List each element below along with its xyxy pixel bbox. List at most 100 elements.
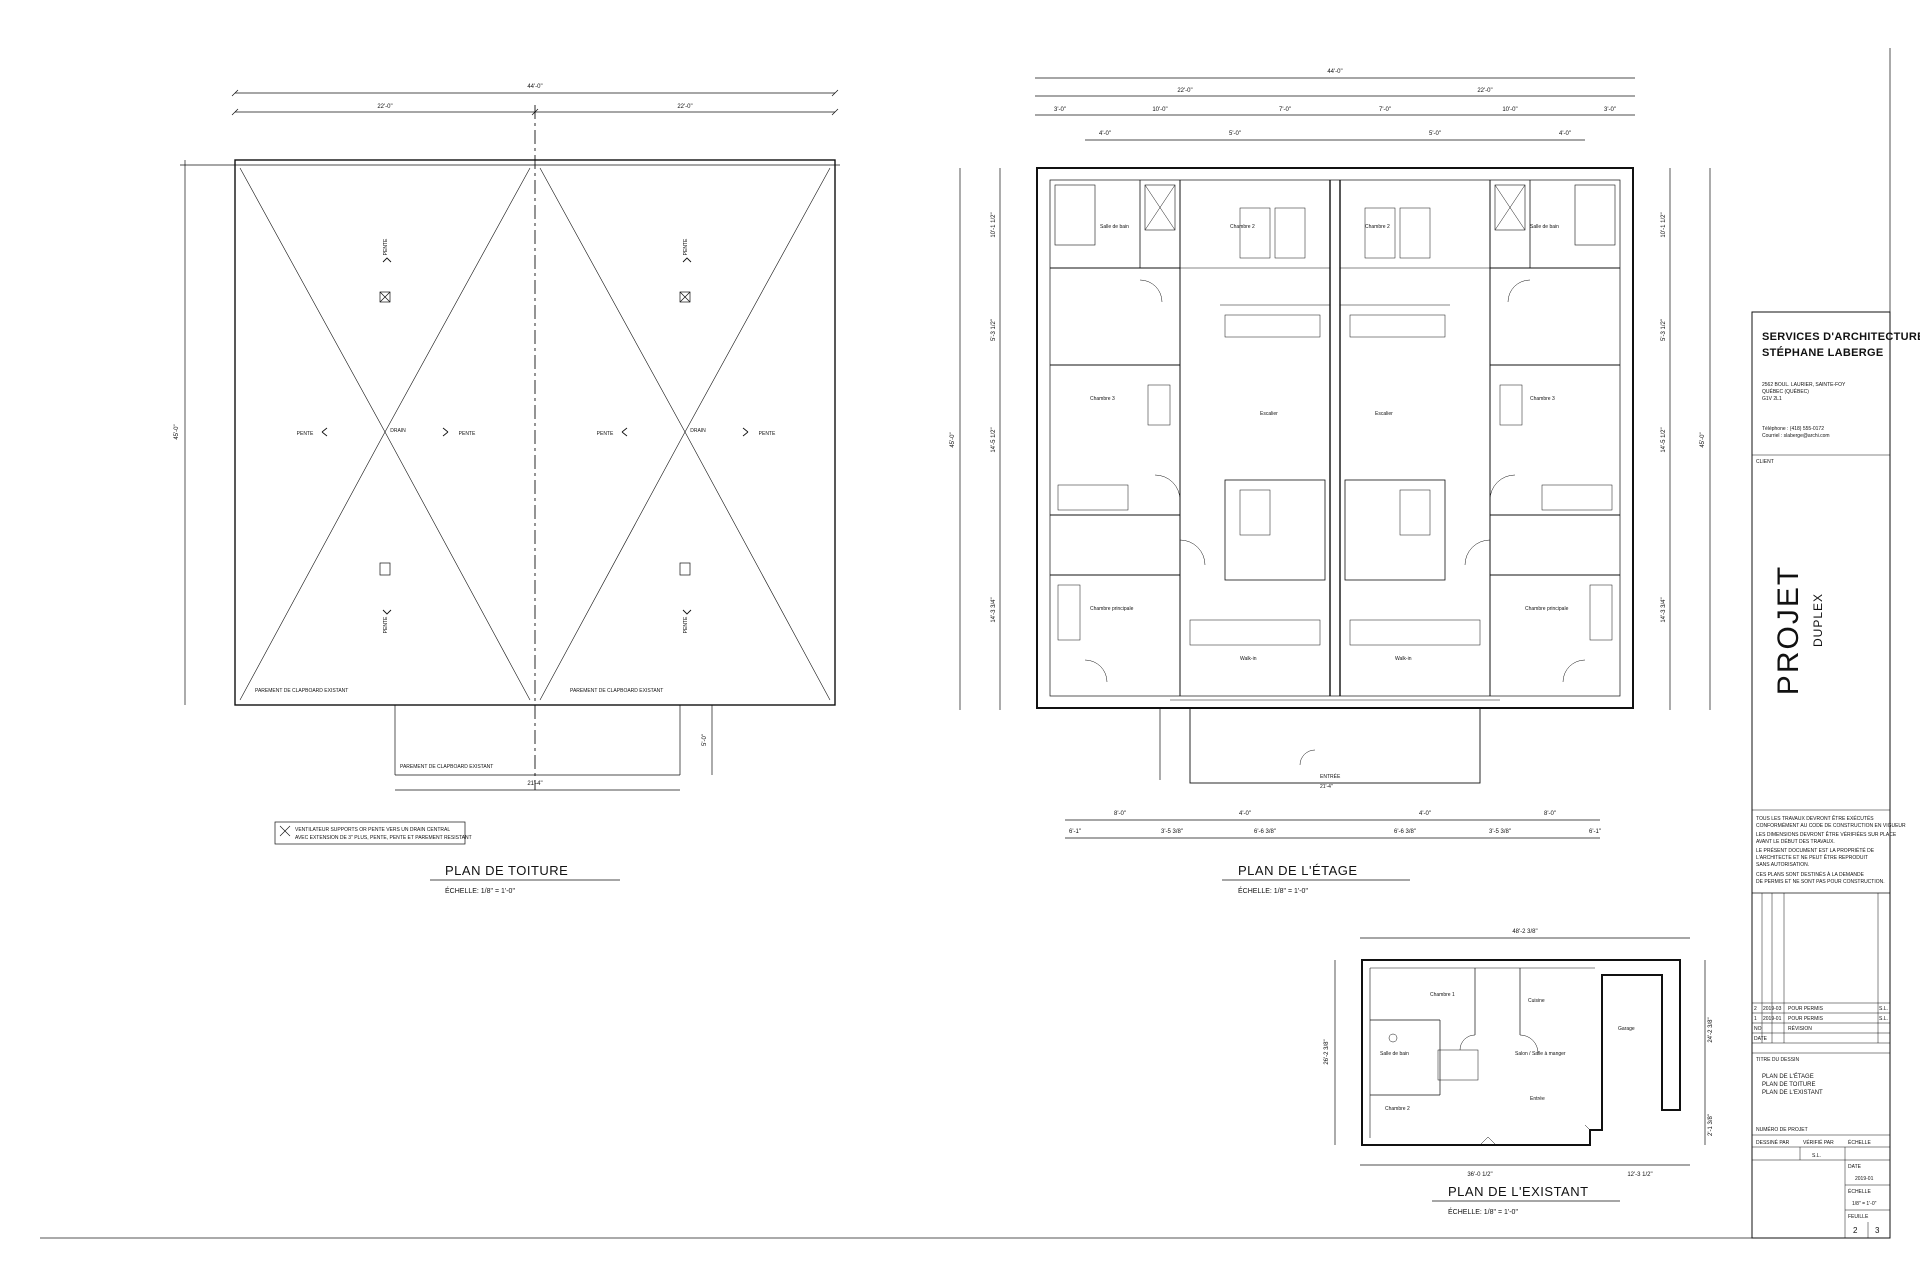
floor-top-dim: 3'-0" bbox=[1054, 107, 1066, 113]
sheet-total: 3 bbox=[1875, 1226, 1880, 1235]
roof-dim-total: 44'-0" bbox=[527, 84, 542, 90]
firm-name: STÉPHANE LABERGE bbox=[1762, 346, 1884, 359]
floor-side-dim: 10'-1 1/2" bbox=[1661, 212, 1667, 237]
existing-plan-scale: ÉCHELLE: 1/8" = 1'-0" bbox=[1448, 1207, 1518, 1216]
floor-top-dim: 7'-0" bbox=[1279, 107, 1291, 113]
floor-side-total: 45'-0" bbox=[1700, 432, 1706, 447]
room-label: Chambre 2 bbox=[1385, 1106, 1410, 1112]
floor-bottom-dim2: 6'-6 3/8" bbox=[1254, 829, 1276, 835]
floor-top-dim: 10'-0" bbox=[1152, 107, 1167, 113]
fascia-label: PAREMENT DE CLAPBOARD EXISTANT bbox=[400, 764, 493, 770]
project-number-label: NUMÉRO DE PROJET bbox=[1756, 1126, 1808, 1133]
room-label: Salle de bain bbox=[1530, 224, 1559, 230]
exist-dim-bottom-right: 12'-3 1/2" bbox=[1627, 1172, 1652, 1178]
note-line: AVANT LE DÉBUT DES TRAVAUX. bbox=[1756, 838, 1835, 845]
floor-side-dim: 14'-3 3/4" bbox=[991, 597, 997, 622]
existing-plan-title: PLAN DE L'EXISTANT bbox=[1448, 1184, 1589, 1199]
roof-plan-title: PLAN DE TOITURE bbox=[445, 863, 568, 878]
revision-no: 2 bbox=[1754, 1006, 1757, 1012]
exist-dim-bottom-left: 36'-0 1/2" bbox=[1467, 1172, 1492, 1178]
room-label: Chambre principale bbox=[1525, 606, 1569, 612]
revision-desc: POUR PERMIS bbox=[1788, 1006, 1824, 1012]
floor-plan bbox=[959, 77, 1711, 839]
roof-dim-side: 45'-0" bbox=[174, 424, 180, 439]
firm-address: G1V 2L1 bbox=[1762, 396, 1782, 402]
note-line: SANS AUTORISATION. bbox=[1756, 862, 1809, 868]
slope-label: PENTE bbox=[383, 616, 389, 633]
floor-bottom-dim: 4'-0" bbox=[1419, 811, 1431, 817]
client-label: CLIENT bbox=[1756, 459, 1774, 465]
note-line: L'ARCHITECTE ET NE PEUT ÊTRE REPRODUIT bbox=[1756, 853, 1868, 861]
slope-label: PENTE bbox=[683, 616, 689, 633]
drawn-label: DESSINÉ PAR bbox=[1756, 1139, 1790, 1146]
firm-address: QUÉBEC (QUÉBEC) bbox=[1762, 388, 1809, 395]
roof-dim-bottom: 21'-4" bbox=[527, 781, 542, 787]
room-label: Salon / Salle à manger bbox=[1515, 1051, 1566, 1057]
floor-dim-right: 22'-0" bbox=[1477, 88, 1492, 94]
room-label: Escalier bbox=[1375, 411, 1393, 417]
note-line: LES DIMENSIONS DEVRONT ÊTRE VÉRIFIÉES SU… bbox=[1756, 830, 1897, 838]
room-label: Salle de bain bbox=[1380, 1051, 1409, 1057]
firm-contact: Téléphone : (418) 555-0172 bbox=[1762, 426, 1824, 432]
exist-dim-left: 26'-2 3/8" bbox=[1324, 1039, 1330, 1064]
slope-label: PENTE bbox=[759, 431, 776, 437]
floor-side-dim: 14'-5 1/2" bbox=[1661, 427, 1667, 452]
existing-plan-text: 48'-2 3/8" 36'-0 1/2" 12'-3 1/2" 26'-2 3… bbox=[1324, 929, 1714, 1216]
sheet-title-label: TITRE DU DESSIN bbox=[1756, 1057, 1799, 1063]
floor-bottom-dim2: 6'-1" bbox=[1589, 829, 1601, 835]
project-label: PROJET bbox=[1772, 565, 1805, 695]
floor-dim-left: 22'-0" bbox=[1177, 88, 1192, 94]
slope-label: PENTE bbox=[383, 238, 389, 255]
floor-side-total: 45'-0" bbox=[950, 432, 956, 447]
floor-side-dim: 14'-3 3/4" bbox=[1661, 597, 1667, 622]
floor-top-dim2: 5'-0" bbox=[1229, 131, 1241, 137]
room-label: Garage bbox=[1618, 1026, 1635, 1032]
note-line: TOUS LES TRAVAUX DEVRONT ÊTRE EXÉCUTÉS bbox=[1756, 814, 1874, 822]
floor-side-dim: 14'-5 1/2" bbox=[991, 427, 997, 452]
exist-dim-right: 24'-2 3/8" bbox=[1708, 1017, 1714, 1042]
checked-label: VÉRIFIÉ PAR bbox=[1803, 1139, 1834, 1146]
firm-address: 2562 BOUL. LAURIER, SAINTE-FOY bbox=[1762, 382, 1846, 388]
room-label: Escalier bbox=[1260, 411, 1278, 417]
slope-label: PENTE bbox=[297, 431, 314, 437]
room-label: Chambre 3 bbox=[1530, 396, 1555, 402]
existing-plan bbox=[1334, 937, 1706, 1166]
floor-top-dim2: 4'-0" bbox=[1099, 131, 1111, 137]
floor-bottom-dim2: 3'-5 3/8" bbox=[1489, 829, 1511, 835]
note-line: CONFORMÉMENT AU CODE DE CONSTRUCTION EN … bbox=[1756, 822, 1906, 829]
legend-text: AVEC EXTENSION DE 3" PLUS, PENTE, PENTE … bbox=[295, 835, 472, 841]
revision-header: DATE bbox=[1754, 1036, 1768, 1042]
scale-label: ÉCHELLE bbox=[1848, 1139, 1871, 1146]
drain-label: DRAIN bbox=[690, 428, 706, 434]
exist-dim-right2: 2'-1 3/8" bbox=[1708, 1114, 1714, 1136]
slope-arrows bbox=[321, 257, 749, 615]
project-name: DUPLEX bbox=[1811, 593, 1825, 647]
room-label: Walk-in bbox=[1240, 656, 1257, 662]
note-line: LE PRÉSENT DOCUMENT EST LA PROPRIÉTÉ DE bbox=[1756, 847, 1875, 854]
sheet-title: PLAN DE TOITURE bbox=[1762, 1082, 1815, 1088]
floor-top-dim: 7'-0" bbox=[1379, 107, 1391, 113]
floor-bottom-dim: 8'-0" bbox=[1544, 811, 1556, 817]
room-label: Chambre 2 bbox=[1230, 224, 1255, 230]
roof-plan-text: 44'-0" 22'-0" 22'-0" 45'-0" 21'-4" 5'-0"… bbox=[174, 84, 776, 895]
fascia-label: PAREMENT DE CLAPBOARD EXISTANT bbox=[570, 688, 663, 694]
title-block-text: SERVICES D'ARCHITECTURE STÉPHANE LABERGE… bbox=[1754, 331, 1920, 1235]
room-label: Salle de bain bbox=[1100, 224, 1129, 230]
porch-label: 21'-4" bbox=[1320, 784, 1333, 790]
sheet-title: PLAN DE L'ÉTAGE bbox=[1762, 1073, 1814, 1080]
exist-dim-top: 48'-2 3/8" bbox=[1512, 929, 1537, 935]
roof-dim-porch: 5'-0" bbox=[702, 734, 708, 746]
revision-desc: POUR PERMIS bbox=[1788, 1016, 1824, 1022]
title-block bbox=[1751, 311, 1891, 1239]
legend-text: VENTILATEUR SUPPORTS OR PENTE VERS UN DR… bbox=[295, 827, 450, 833]
revision-header: NO bbox=[1754, 1026, 1762, 1032]
scale-label: ÉCHELLE bbox=[1848, 1188, 1871, 1195]
slope-label: PENTE bbox=[597, 431, 614, 437]
floor-top-dim2: 4'-0" bbox=[1559, 131, 1571, 137]
firm-name: SERVICES D'ARCHITECTURE bbox=[1762, 331, 1920, 343]
room-label: Entrée bbox=[1530, 1096, 1545, 1102]
floor-bottom-dim: 8'-0" bbox=[1114, 811, 1126, 817]
revision-no: 1 bbox=[1754, 1016, 1757, 1022]
room-label: Chambre 1 bbox=[1430, 992, 1455, 998]
